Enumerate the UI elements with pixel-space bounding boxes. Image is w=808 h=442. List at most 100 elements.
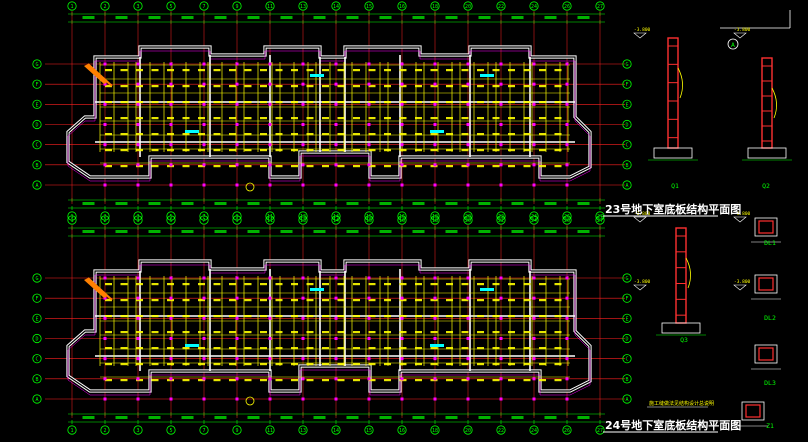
beam-label-mark (182, 133, 190, 136)
column-mark (532, 377, 536, 381)
column-mark (367, 296, 371, 300)
column-mark (202, 62, 206, 66)
column-mark (466, 62, 470, 66)
row-axis-label: A (35, 397, 38, 403)
beam-label-mark (539, 299, 546, 302)
beam-label-mark (260, 363, 267, 366)
beam-label-mark (523, 149, 531, 152)
column-mark (367, 357, 371, 361)
row-axis-label: G (625, 62, 628, 68)
column-mark (367, 62, 371, 66)
dl-rebar (758, 220, 774, 234)
column-axis-bubble (562, 211, 572, 221)
beam-label-mark (337, 101, 345, 104)
column-mark (169, 397, 173, 401)
column-mark (400, 123, 404, 126)
row-axis-label: E (35, 316, 38, 322)
column-mark (334, 316, 338, 320)
column-axis-label: 20 (465, 218, 471, 224)
beam-label-mark (415, 117, 422, 120)
beam-label-mark (353, 149, 360, 152)
beam-label-mark (508, 315, 515, 318)
beam-label-mark (368, 283, 376, 286)
row-axis-bubble (32, 140, 42, 150)
column-mark (499, 357, 503, 361)
plan-bottom-title: 24号地下室底板结构平面图 (605, 418, 741, 432)
row-axis-bubble (622, 354, 632, 364)
beam-label-mark (151, 331, 159, 334)
q2-footing (747, 147, 787, 159)
beam-label-mark (260, 117, 267, 120)
beam-label-mark (539, 149, 546, 152)
beam-label-mark (291, 69, 298, 72)
beam-label-mark (508, 331, 515, 334)
beam-label-mark (492, 363, 500, 366)
beam-label-mark (430, 283, 438, 286)
level-value: -3.800 (734, 279, 751, 285)
dimension-text-mark (544, 16, 557, 19)
beam-label-mark (446, 133, 453, 136)
beam-label-mark (368, 299, 376, 302)
beam-label-mark (508, 347, 515, 350)
column-mark (565, 82, 569, 86)
column-mark (433, 82, 437, 86)
beam-label-mark (368, 331, 376, 334)
beam-label-mark (213, 315, 221, 318)
dimension-text-mark (511, 230, 524, 233)
dimension-text-mark (148, 416, 161, 419)
beam-label-mark (105, 117, 112, 120)
beam-label-mark (368, 363, 376, 366)
column-axis-label: 5 (169, 218, 172, 224)
column-axis-label: 1 (70, 4, 73, 10)
row-axis-label: D (35, 123, 38, 129)
column-axis-label: 1 (70, 218, 73, 224)
column-axis-label: 15 (366, 214, 372, 220)
beam-label-mark (368, 101, 376, 104)
column-axis-bubble (430, 211, 440, 221)
column-axis-label: 14 (333, 218, 339, 224)
q1-wall (667, 37, 679, 149)
beam-label-mark (213, 299, 221, 302)
beam-label-mark (120, 69, 128, 72)
beam-label-mark (430, 363, 438, 366)
beam-label-mark (446, 379, 453, 382)
beam-label-mark (306, 85, 314, 88)
beam-label-mark (415, 363, 422, 366)
column-mark (235, 337, 239, 340)
dimension-text-mark (478, 202, 491, 205)
column-mark (532, 276, 536, 280)
column-mark (301, 337, 305, 340)
dimension-text-mark (346, 230, 359, 233)
column-axis-bubble (67, 215, 77, 225)
column-mark (565, 397, 569, 401)
beam-label-mark (337, 331, 345, 334)
column-mark (301, 276, 305, 280)
beam-label-mark (430, 149, 438, 152)
beam-label-mark (399, 331, 407, 334)
row-axis-bubble (622, 180, 632, 190)
row-axis-label: C (625, 143, 628, 149)
beam-label-mark (446, 299, 453, 302)
beam-label-mark (523, 331, 531, 334)
column-mark (301, 143, 305, 147)
row-axis-bubble (32, 180, 42, 190)
dimension-text-mark (544, 202, 557, 205)
column-mark (169, 377, 173, 381)
column-mark (466, 183, 470, 187)
column-axis-bubble (430, 1, 440, 11)
column-mark (499, 276, 503, 280)
beam-label-mark (523, 69, 531, 72)
column-mark (202, 82, 206, 86)
beam-label-mark (446, 149, 453, 152)
column-axis-label: 7 (202, 428, 205, 434)
column-axis-label: 22 (498, 214, 504, 220)
column-axis-label: 5 (169, 428, 172, 434)
beam-label-mark (492, 299, 500, 302)
column-mark (301, 397, 305, 401)
column-mark (169, 296, 173, 300)
column-mark (433, 143, 437, 147)
column-axis-label: 11 (267, 4, 273, 10)
row-axis-bubble (622, 59, 632, 69)
column-axis-bubble (496, 425, 506, 435)
beam-label-mark (306, 69, 314, 72)
